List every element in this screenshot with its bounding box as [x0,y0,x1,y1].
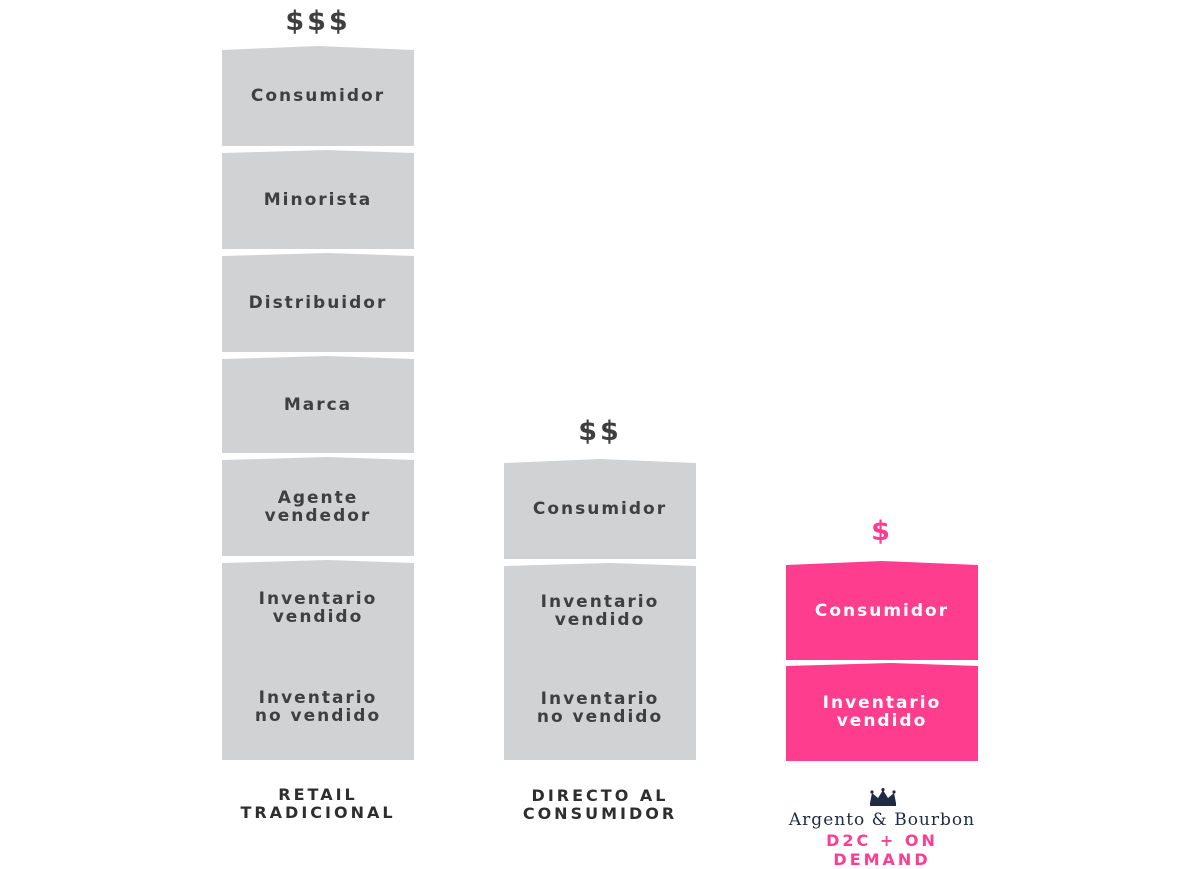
block-consumidor: Consumidor [786,561,978,660]
block-minorista: Minorista [222,150,414,249]
price-indicator: $ [871,516,893,547]
caption-directo-al-consumidor: DIRECTO AL CONSUMIDOR [522,786,678,823]
block-inventario-vendido: Inventario vendido [222,560,414,656]
block-consumidor: Consumidor [222,46,414,146]
price-indicator: $$$ [285,6,351,37]
block-inventario-no-vendido: Inventario no vendido [222,654,414,760]
column-argento-bourbon: $ Consumidor Inventario vendido Argento … [786,0,978,869]
brand-name: Argento & Bourbon [788,810,976,830]
block-consumidor: Consumidor [504,459,696,559]
caption-retail-tradicional: RETAIL TRADICIONAL [240,785,396,822]
crown-icon [870,788,896,806]
column-retail-tradicional: $$$ Consumidor Minorista Distribuidor Ma… [222,0,414,854]
block-inventario-vendido: Inventario vendido [786,663,978,761]
price-indicator: $$ [578,416,622,447]
block-inventario-vendido: Inventario vendido [504,563,696,658]
block-agente-vendedor: Agente vendedor [222,457,414,556]
column-directo-al-consumidor: $$ Consumidor Inventario vendido Inventa… [504,0,696,854]
block-marca: Marca [222,356,414,453]
block-distribuidor: Distribuidor [222,253,414,352]
block-inventario-no-vendido: Inventario no vendido [504,656,696,760]
brand-tagline: D2C + ON DEMAND [826,831,938,869]
